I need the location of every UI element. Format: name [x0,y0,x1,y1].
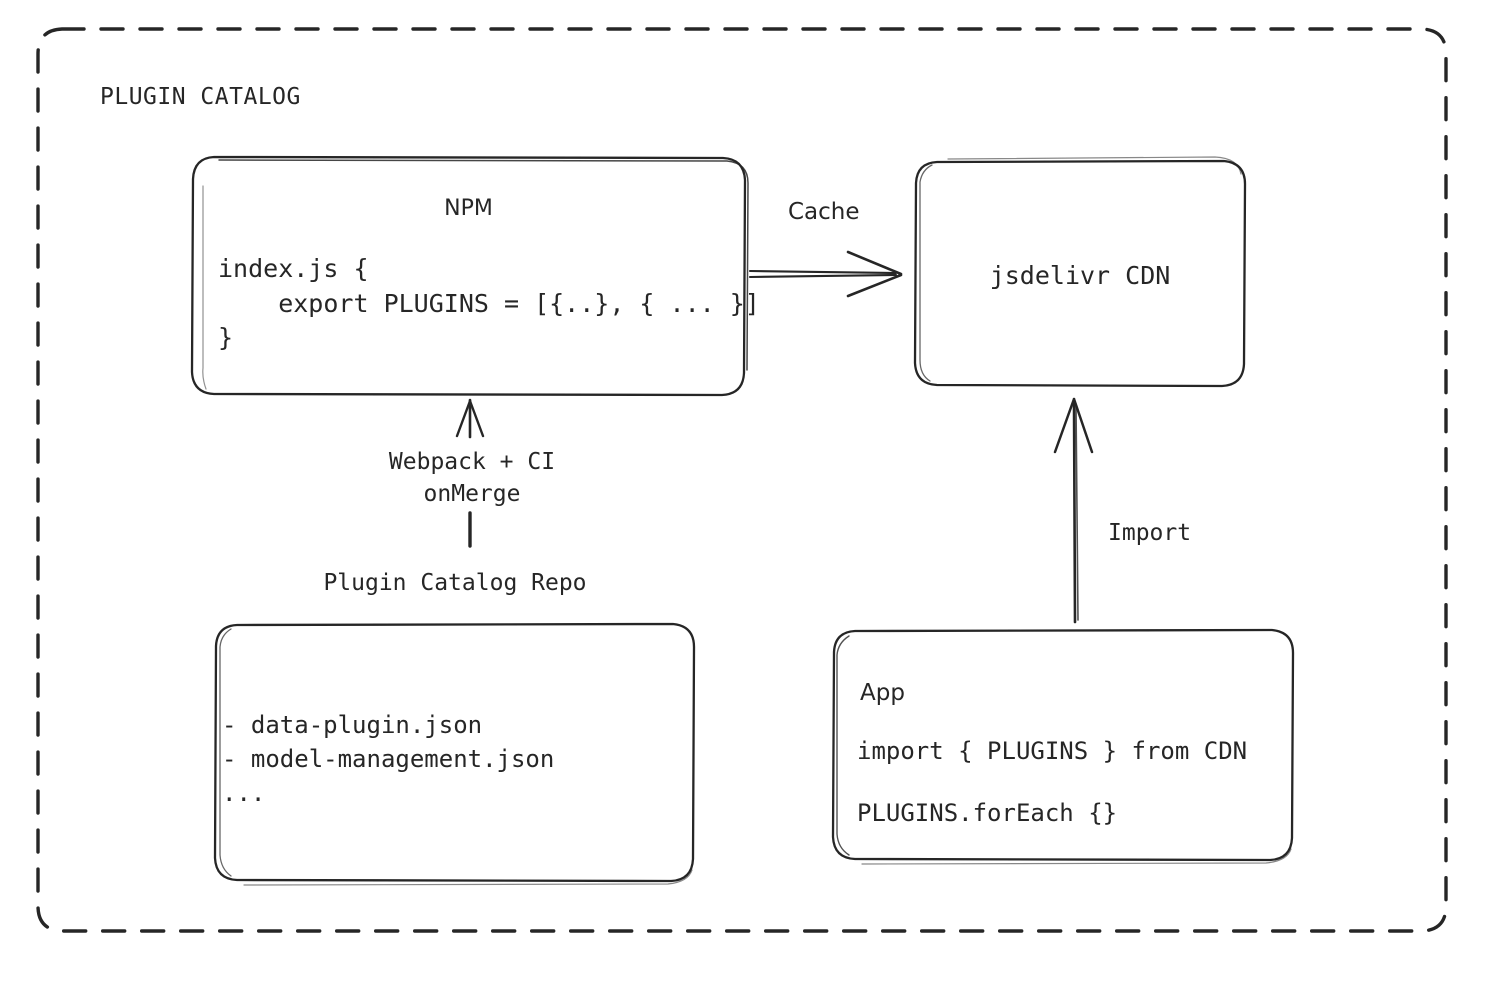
cdn-box-outline [913,159,1247,388]
catalog-container-border [36,27,1448,933]
webpack-edge-arrowhead-left [455,399,472,438]
npm-node-code: index.js { export PLUGINS = [{..}, { ...… [218,252,760,356]
npm-box-outline [190,155,747,397]
npm-code-line-2: export PLUGINS = [{..}, { ... }] [218,288,760,318]
repo-list-item: - data-plugin.json [222,711,483,739]
webpack-edge-arrowhead-right [468,399,485,438]
cache-edge-label: Cache [788,199,860,225]
import-edge-arrowhead-left [1053,397,1076,454]
repo-box-outline-sketch [219,628,232,877]
webpack-edge-label: Webpack + CI onMerge [352,447,592,510]
repo-box-outline-sketch-bottom [243,869,693,886]
repo-node-file-list: - data-plugin.json - model-management.js… [222,708,554,810]
cdn-box-outline-sketch [919,164,933,382]
npm-code-line-1: index.js { [218,254,369,283]
npm-box-outline-sketch [218,159,749,371]
app-node-code-line-2: PLUGINS.forEach {} [857,799,1118,827]
npm-box-outline-sketch-bottom [202,185,207,390]
import-edge-arrowhead-right [1072,397,1094,454]
app-node-code-line-1: import { PLUGINS } from CDN [857,737,1248,765]
repo-list-item: ... [222,779,266,808]
catalog-container-title: PLUGIN CATALOG [100,84,301,110]
cache-edge-arrowhead-upper [846,250,903,276]
repo-list-item: - model-management.json [222,745,555,774]
webpack-edge-label-line-1: Webpack + CI [388,449,556,475]
cache-edge-arrowhead-lower [846,273,903,298]
cdn-box-outline-sketch-top [947,156,1242,175]
cache-edge-line-b [748,273,898,279]
app-box-outline [831,628,1295,862]
app-box-outline-sketch [836,635,850,856]
app-node-title: App [860,680,905,706]
cdn-node-title: jsdelivr CDN [989,261,1171,290]
npm-node-title: NPM [444,196,493,221]
repo-node-caption: Plugin Catalog Repo [323,570,587,596]
app-box-outline-sketch-bottom [861,848,1292,865]
import-edge-stem [1072,399,1077,624]
cache-edge-line-a [748,269,898,275]
import-edge-label: Import [1108,520,1192,546]
npm-code-line-3: } [218,323,234,352]
webpack-edge-label-line-2: onMerge [423,480,521,507]
import-edge-stem-sketch [1075,403,1079,621]
repo-box-outline [213,622,696,883]
